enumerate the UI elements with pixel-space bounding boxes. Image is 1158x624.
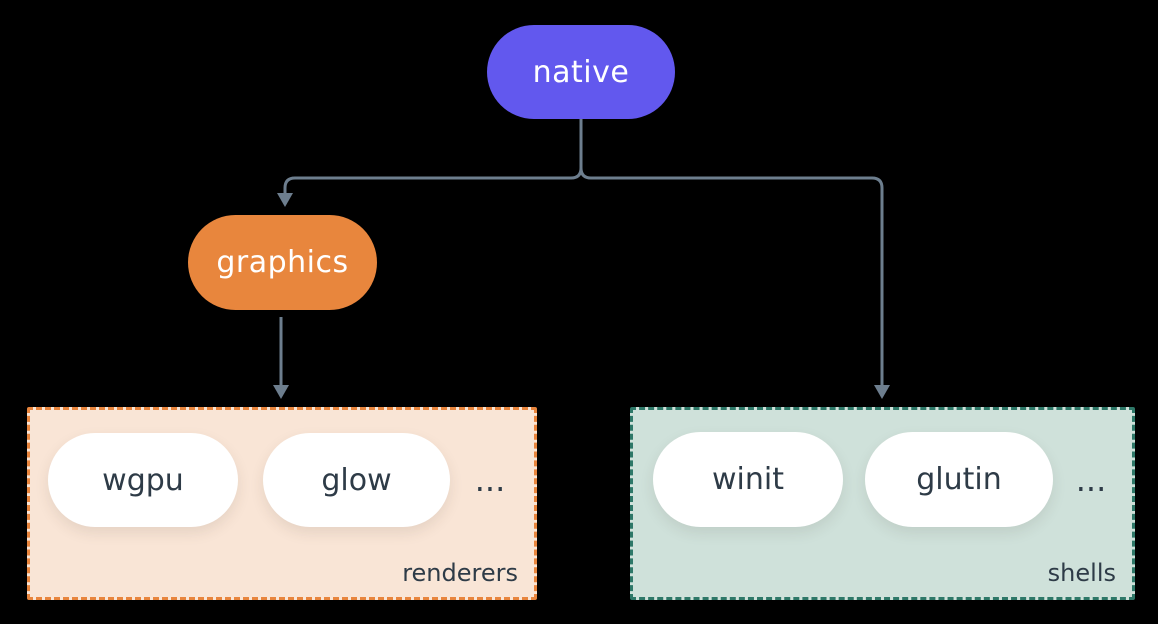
shells-ellipsis: ... — [1075, 461, 1107, 499]
group-shells: winit glutin ... shells — [630, 407, 1135, 600]
edge-native-to-shells — [579, 118, 884, 385]
node-winit-label: winit — [712, 462, 784, 497]
node-glutin: glutin — [865, 432, 1053, 527]
group-renderers: wgpu glow ... renderers — [27, 407, 537, 600]
node-graphics: graphics — [188, 215, 377, 310]
node-wgpu: wgpu — [48, 433, 238, 527]
edge-native-to-graphics — [283, 118, 583, 193]
node-winit: winit — [653, 432, 843, 527]
node-native-label: native — [532, 54, 630, 90]
group-renderers-label: renderers — [402, 559, 518, 587]
group-shells-label: shells — [1047, 559, 1116, 587]
node-wgpu-label: wgpu — [102, 462, 184, 498]
arrowhead-shells-icon — [874, 385, 890, 399]
arrowhead-graphics-icon — [277, 193, 293, 207]
renderers-ellipsis: ... — [474, 461, 506, 499]
node-native: native — [487, 25, 675, 119]
arrowhead-renderers-icon — [273, 385, 289, 399]
node-glow-label: glow — [321, 462, 392, 498]
node-graphics-label: graphics — [216, 245, 349, 280]
node-glutin-label: glutin — [916, 462, 1002, 497]
node-glow: glow — [263, 433, 450, 527]
